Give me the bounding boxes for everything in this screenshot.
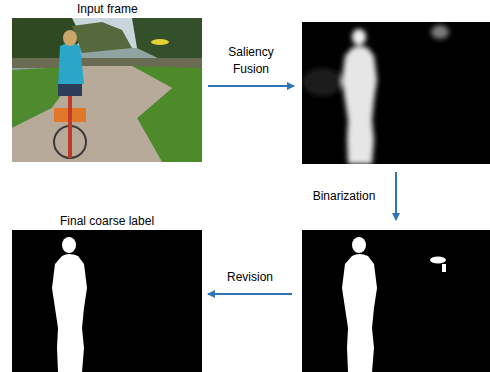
image-panel [302,22,490,164]
panel-image [12,230,202,372]
flow-arrow [208,85,294,87]
panel-image [302,230,490,372]
image-panel [302,230,490,372]
step-label: Binarization [304,188,384,205]
panel-heading: Final coarse label [60,214,154,228]
flow-arrow [208,293,292,295]
panel-image [302,22,490,164]
panel-heading: Input frame [77,2,138,16]
image-panel: Input frame [12,18,202,162]
panel-image [12,18,202,162]
step-label: Revision [215,269,285,286]
step-label: Saliency Fusion [220,44,282,78]
flow-arrow [395,172,397,220]
image-panel: Final coarse label [12,230,202,372]
